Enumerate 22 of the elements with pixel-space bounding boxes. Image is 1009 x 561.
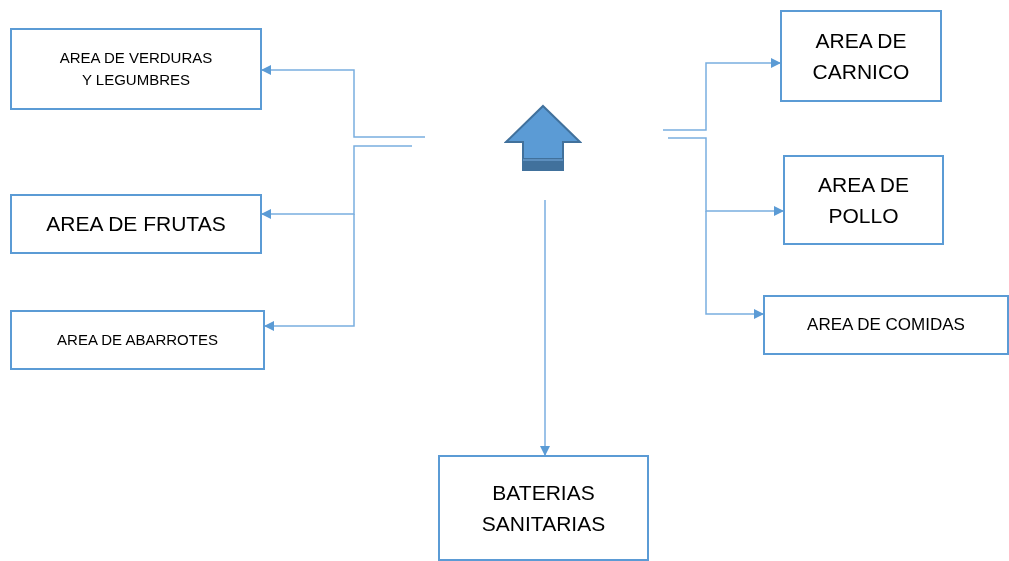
area-box bbox=[10, 194, 262, 254]
area-box bbox=[783, 155, 944, 245]
area-label: BATERIAS SANITARIAS bbox=[480, 479, 607, 537]
connector-arrow bbox=[705, 210, 764, 319]
area-box bbox=[780, 10, 942, 102]
area-box bbox=[438, 455, 649, 561]
connector-arrow bbox=[540, 199, 550, 456]
area-label: AREA DE ABARROTES bbox=[57, 329, 218, 350]
area-label: AREA DE CARNICO bbox=[811, 27, 911, 85]
area-label: AREA DE POLLO bbox=[816, 171, 910, 229]
block-arrow bbox=[504, 104, 582, 172]
area-box bbox=[763, 295, 1009, 355]
area-label: AREA DE VERDURAS Y LEGUMBRES bbox=[58, 47, 214, 90]
connector-arrow bbox=[261, 145, 413, 219]
area-label: AREA DE FRUTAS bbox=[46, 211, 226, 238]
area-box bbox=[10, 310, 265, 370]
connector-arrow bbox=[667, 137, 784, 216]
connector-arrow bbox=[662, 58, 781, 131]
area-label: AREA DE COMIDAS bbox=[807, 314, 965, 337]
area-box bbox=[10, 28, 262, 110]
connector-arrow bbox=[261, 65, 426, 138]
connector-arrow bbox=[264, 213, 355, 331]
